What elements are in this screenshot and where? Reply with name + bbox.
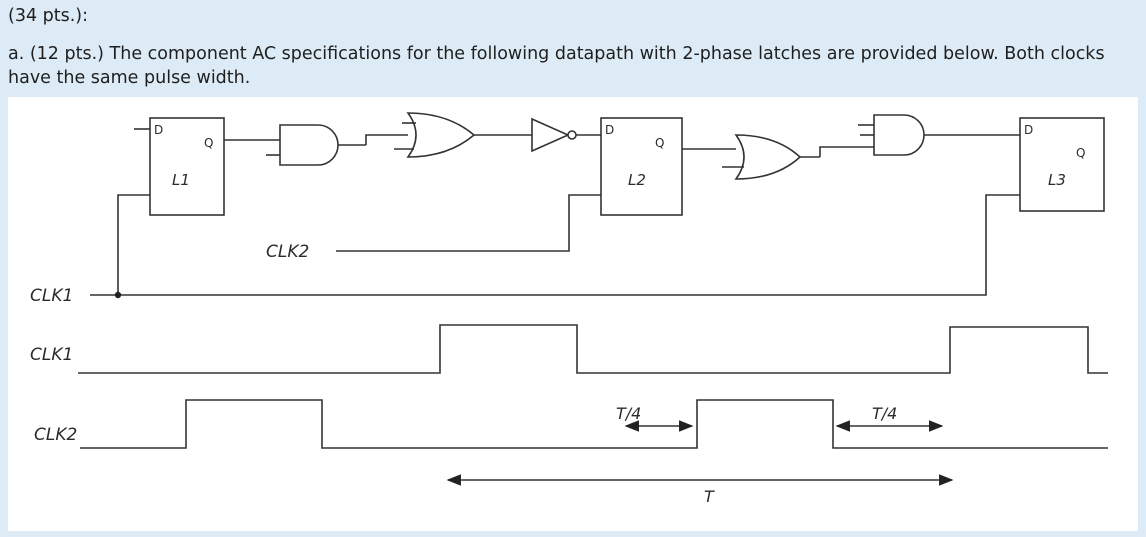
latch-l1: [117, 117, 280, 295]
or-gate-2: [722, 134, 874, 180]
latch-l3-q-label: Q: [1076, 146, 1085, 160]
latch-l2-box: [600, 117, 683, 216]
question-text: a. (12 pts.) The component AC specificat…: [8, 44, 1105, 88]
period-label: T: [704, 487, 715, 506]
latch-l2: [336, 117, 736, 252]
latch-l2-d-label: D: [605, 123, 614, 137]
clk1-waveform: [78, 324, 1108, 374]
clk1-wire: [118, 194, 1020, 296]
latch-l3-name: L3: [1048, 171, 1066, 189]
problem-heading: (34 pts.):: [8, 6, 89, 26]
clk2-waveform: [80, 399, 1108, 449]
clk2-wire: [336, 194, 601, 252]
buffer-gate: [531, 117, 601, 153]
latch-l1-q-label: Q: [204, 136, 213, 150]
clk2-waveform-label: CLK2: [34, 425, 77, 445]
latch-l2-q-label: Q: [655, 136, 664, 150]
latch-l3-d-label: D: [1024, 123, 1033, 137]
datapath-diagram: D Q L1 D Q L2 D Q L3 CLK2 CLK1 CLK1 CLK2…: [30, 112, 1108, 506]
latch-l1-name: L1: [172, 171, 190, 189]
latch-l1-clk-wire: [117, 194, 150, 295]
latch-l1-box: [149, 117, 225, 216]
latch-l1-d-label: D: [154, 123, 163, 137]
quarter-period-label-right: T/4: [872, 404, 897, 423]
clk1-junction-dot: [114, 291, 122, 299]
datapath-figure: D Q L1 D Q L2 D Q L3 CLK2 CLK1 CLK1 CLK2…: [8, 97, 1138, 531]
clk2-wire-label: CLK2: [266, 242, 309, 262]
quarter-period-label-left: T/4: [616, 404, 641, 423]
latch-l3-box: [1019, 117, 1105, 212]
clk1-waveform-label: CLK1: [30, 345, 73, 365]
and-gate-1: [266, 124, 408, 166]
or-gate-1: [394, 112, 532, 158]
clk1-wire-label: CLK1: [30, 286, 73, 306]
latch-l2-name: L2: [628, 171, 646, 189]
and-gate-2: [858, 114, 1020, 156]
latch-l3: [90, 117, 1105, 296]
